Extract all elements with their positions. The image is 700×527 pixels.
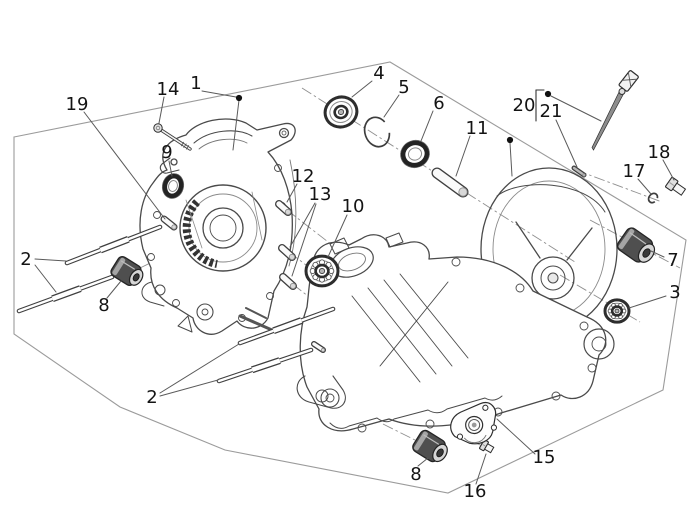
ball-bearing-center <box>304 254 340 288</box>
diagram-frame-border <box>13 61 687 494</box>
callout-number[interactable]: 19 <box>66 94 89 115</box>
circlip <box>363 116 391 148</box>
callout-number[interactable]: 15 <box>533 447 556 468</box>
callout-10-ball-bearing-center[interactable]: 10 <box>327 196 365 258</box>
axis-line-8 <box>382 423 422 444</box>
washer <box>647 192 659 204</box>
callout-number[interactable]: 8 <box>98 295 109 316</box>
callout-6-oil-seal-right[interactable]: 6 <box>420 93 445 142</box>
callout-number[interactable]: 7 <box>667 250 678 271</box>
callout-19-dowel-left[interactable]: 19 <box>66 94 166 220</box>
anchor-dot <box>235 94 243 102</box>
bushing-bottom <box>412 429 448 463</box>
callout-number[interactable]: 1 <box>190 73 201 94</box>
axis-line-6 <box>575 169 663 203</box>
callout-number[interactable]: 12 <box>292 166 315 187</box>
callout-undefined-crankcase-half-right[interactable] <box>506 136 514 177</box>
callout-number[interactable]: 18 <box>648 142 671 163</box>
bolt-long <box>153 123 192 151</box>
end-cover <box>450 402 498 445</box>
callout-number[interactable]: 16 <box>464 481 487 502</box>
callout-2-stud-pair-left[interactable]: 2 <box>20 249 67 293</box>
callout-13-dowel-pair[interactable]: 13 <box>289 184 332 277</box>
right-crankcase-half-art <box>238 232 615 433</box>
callout-number[interactable]: 8 <box>410 464 421 485</box>
bushing-right <box>616 227 656 263</box>
stud-bottom-b <box>216 347 314 384</box>
callout-number[interactable]: 17 <box>623 161 646 182</box>
callout-5-circlip[interactable]: 5 <box>383 77 410 118</box>
callout-2-stud-pair-bottom[interactable]: 2 <box>146 343 240 408</box>
axis-line-5 <box>589 219 681 269</box>
stud-bottom-a <box>237 306 336 346</box>
callout-number[interactable]: 2 <box>146 387 157 408</box>
callout-16-cover-bolt[interactable]: 16 <box>464 453 487 502</box>
callout-14-bolt-long[interactable]: 14 <box>157 79 180 124</box>
callout-number[interactable]: 11 <box>466 118 489 139</box>
dowel-pair-b <box>279 273 297 290</box>
stud-left-b <box>16 274 115 314</box>
dowel-pair-a <box>278 244 296 261</box>
oil-seal-right <box>400 139 430 169</box>
left-crankcase-half-art <box>139 118 297 335</box>
oil-dipstick <box>591 70 639 151</box>
small-pin-right <box>311 341 326 353</box>
oil-seal-left <box>161 173 185 199</box>
callout-17-washer[interactable]: 17 <box>623 161 652 195</box>
callout-number[interactable]: 20 <box>513 95 536 116</box>
callout-7-bushing-right[interactable]: 7 <box>650 250 679 271</box>
callout-number[interactable]: 10 <box>342 196 365 217</box>
callout-11-spacer-pin[interactable]: 11 <box>455 118 489 177</box>
callout-number[interactable]: 13 <box>309 184 332 205</box>
callout-number[interactable]: 14 <box>157 79 180 100</box>
callout-15-end-cover[interactable]: 15 <box>496 418 556 468</box>
stud-left-a <box>64 224 163 266</box>
callout-18-plug-bolt[interactable]: 18 <box>648 142 675 181</box>
callout-number[interactable]: 9 <box>161 142 172 163</box>
dowel-upper <box>275 200 292 216</box>
callout-number[interactable]: 21 <box>540 101 563 122</box>
callout-20-oil-dipstick[interactable]: 20 <box>513 89 602 122</box>
bushing-left <box>110 256 144 286</box>
callout-1-crankcase-half-left[interactable]: 1 <box>190 73 243 151</box>
callout-12-dowel-upper[interactable]: 12 <box>286 166 315 203</box>
callout-8-bushing-left[interactable]: 8 <box>98 280 122 316</box>
anchor-dot <box>544 90 552 98</box>
callout-number[interactable]: 4 <box>373 63 384 84</box>
ball-bearing-top <box>323 95 359 129</box>
callout-8-bushing-bottom[interactable]: 8 <box>410 457 429 485</box>
anchor-dot <box>506 136 514 144</box>
callout-9-oil-seal-left[interactable]: 9 <box>161 142 173 177</box>
callout-number[interactable]: 6 <box>433 93 444 114</box>
dowel-left <box>160 215 178 231</box>
dipstick-pin <box>571 165 587 178</box>
callout-3-bearing-rear[interactable]: 3 <box>628 282 681 309</box>
callout-number[interactable]: 2 <box>20 249 31 270</box>
callout-21-dipstick-pin[interactable]: 21 <box>540 101 578 168</box>
bearing-rear <box>603 298 631 324</box>
plug-bolt <box>665 176 687 196</box>
callout-4-ball-bearing-top[interactable]: 4 <box>351 63 385 98</box>
callout-number[interactable]: 5 <box>398 77 409 98</box>
callout-number[interactable]: 3 <box>669 282 680 303</box>
spacer-pin <box>431 167 469 198</box>
